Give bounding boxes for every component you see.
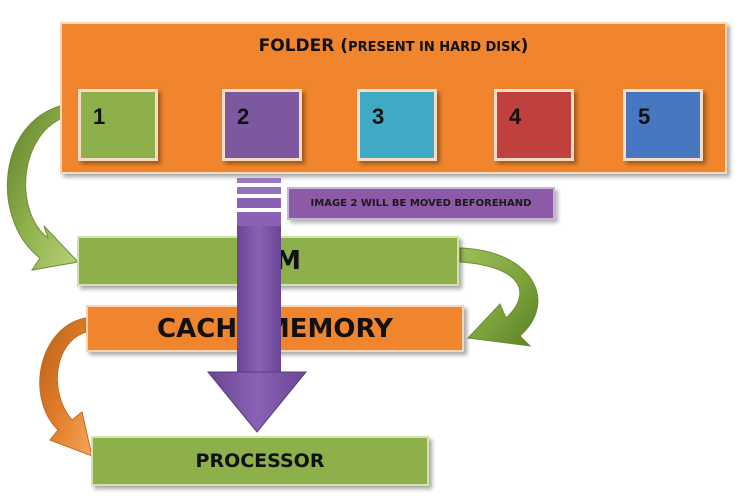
image-box-2: 2	[222, 89, 302, 161]
flow-stripe-4	[237, 212, 281, 226]
image-box-4-label: 4	[509, 104, 522, 129]
image-box-1-label: 1	[93, 104, 106, 129]
image-box-3-label: 3	[372, 104, 385, 129]
hard-disk-folder: FOLDER (PRESENT IN HARD DISK) 1 2 3 4 5	[60, 22, 727, 174]
folder-title-detail: PRESENT IN HARD DISK	[348, 40, 521, 55]
flow-head	[206, 371, 308, 433]
image-box-5-label: 5	[638, 104, 651, 129]
ram-to-cache-arrow	[459, 247, 539, 347]
flow-stripe-2	[237, 187, 281, 194]
cache-memory-label: CACHE MEMORY	[157, 313, 393, 344]
cache-to-processor-arrow	[39, 317, 93, 457]
move-note-text: IMAGE 2 WILL BE MOVED BEFOREHAND	[310, 198, 532, 209]
image-box-4: 4	[494, 89, 574, 161]
image-box-3: 3	[357, 89, 437, 161]
folder-title-paren-close: )	[520, 36, 529, 56]
move-note: IMAGE 2 WILL BE MOVED BEFOREHAND	[287, 187, 555, 220]
folder-title-main: FOLDER	[258, 36, 335, 56]
image-box-5: 5	[623, 89, 703, 161]
flow-stripe-1	[237, 178, 281, 183]
processor-bar: PROCESSOR	[91, 436, 429, 486]
processor-label: PROCESSOR	[195, 450, 325, 472]
image-box-1: 1	[78, 89, 158, 161]
flow-stripe-3	[237, 198, 281, 208]
cache-memory-bar: CACHE MEMORY	[86, 305, 464, 352]
ram-bar: RAM	[77, 236, 459, 286]
ram-label: RAM	[234, 246, 301, 276]
folder-title-paren-open: (	[334, 36, 349, 56]
folder-title: FOLDER (PRESENT IN HARD DISK)	[62, 36, 725, 56]
image-box-2-label: 2	[237, 104, 250, 129]
